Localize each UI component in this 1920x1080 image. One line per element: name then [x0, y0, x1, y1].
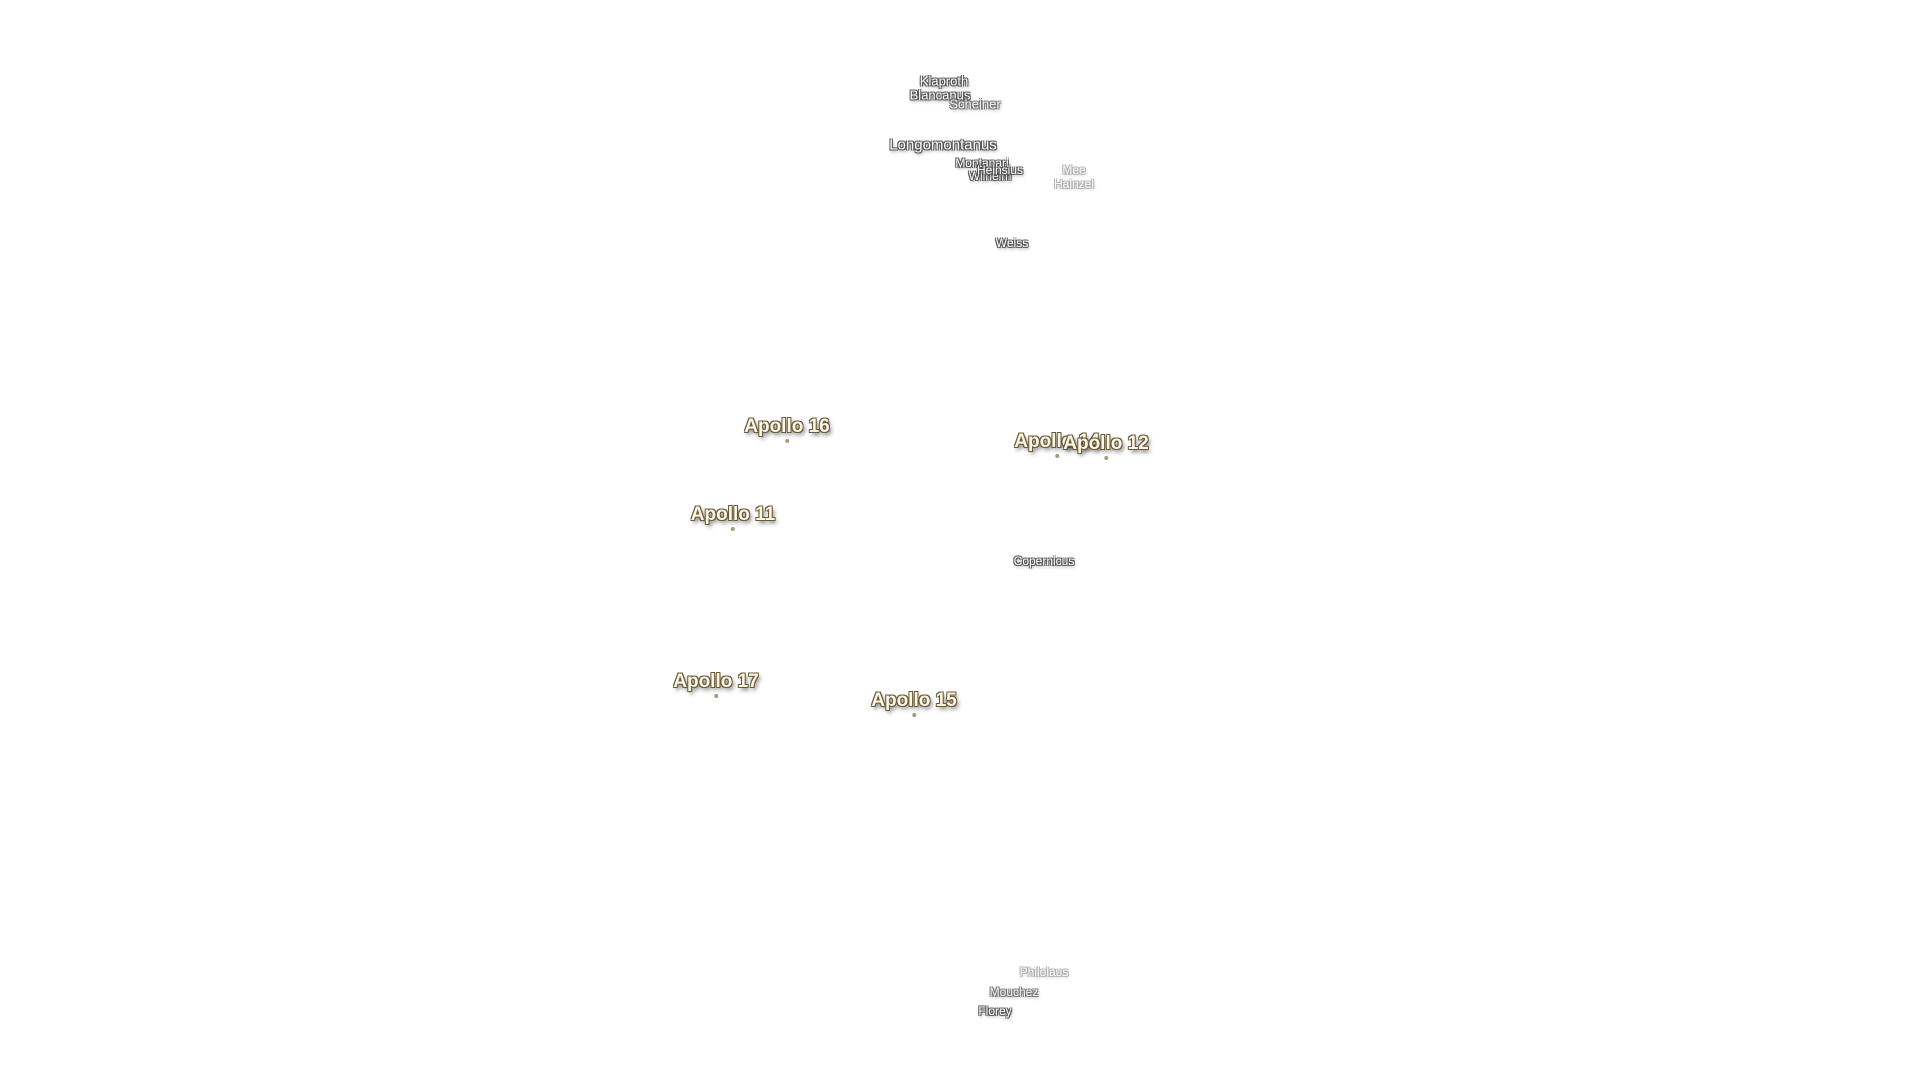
- crater-label-heinsius[interactable]: Heinsius: [976, 163, 1024, 177]
- landing-site-marker-icon: [784, 439, 789, 443]
- crater-label-longomontanus[interactable]: Longomontanus: [889, 136, 997, 154]
- crater-label-weiss[interactable]: Weiss: [995, 236, 1029, 250]
- landing-site-apollo-17[interactable]: Apollo 17: [673, 671, 759, 698]
- landing-site-apollo-11[interactable]: Apollo 11: [691, 504, 775, 531]
- landing-site-marker-icon: [731, 527, 735, 531]
- crater-label-mee[interactable]: Mee: [1062, 163, 1086, 177]
- landing-site-marker-icon: [1103, 456, 1108, 460]
- crater-label-klaproth[interactable]: Klaproth: [919, 73, 969, 89]
- landing-site-apollo-14[interactable]: Apollo 14: [1014, 431, 1100, 458]
- landing-site-label: Apollo 16: [744, 416, 830, 437]
- landing-site-label: Apollo 12: [1063, 433, 1149, 454]
- crater-label-philolaus[interactable]: Philolaus: [1019, 965, 1069, 979]
- landing-site-label: Apollo 14: [1014, 431, 1100, 452]
- crater-label-blancanus[interactable]: Blancanus: [909, 87, 971, 103]
- crater-label-wilhelm[interactable]: Wilhelm: [968, 169, 1012, 183]
- landing-site-label: Apollo 11: [690, 504, 776, 525]
- landing-site-marker-icon: [911, 713, 916, 717]
- landing-site-apollo-15[interactable]: Apollo 15: [871, 690, 957, 717]
- crater-label-copernicus[interactable]: Copernicus: [1013, 554, 1075, 568]
- landing-site-apollo-12[interactable]: Apollo 12: [1063, 433, 1149, 460]
- landing-site-label: Apollo 15: [871, 690, 957, 711]
- crater-label-scheiner[interactable]: Scheiner: [949, 96, 1001, 112]
- crater-label-florey[interactable]: Florey: [978, 1004, 1012, 1018]
- crater-label-montanari[interactable]: Montanari: [955, 156, 1009, 170]
- landing-site-apollo-16[interactable]: Apollo 16: [744, 416, 830, 443]
- crater-label-mouchez[interactable]: Mouchez: [989, 985, 1039, 999]
- landing-site-marker-icon: [1054, 454, 1059, 458]
- crater-label-hainzel[interactable]: Hainzel: [1053, 177, 1095, 191]
- landing-site-marker-icon: [713, 694, 718, 698]
- landing-site-label: Apollo 17: [673, 671, 759, 692]
